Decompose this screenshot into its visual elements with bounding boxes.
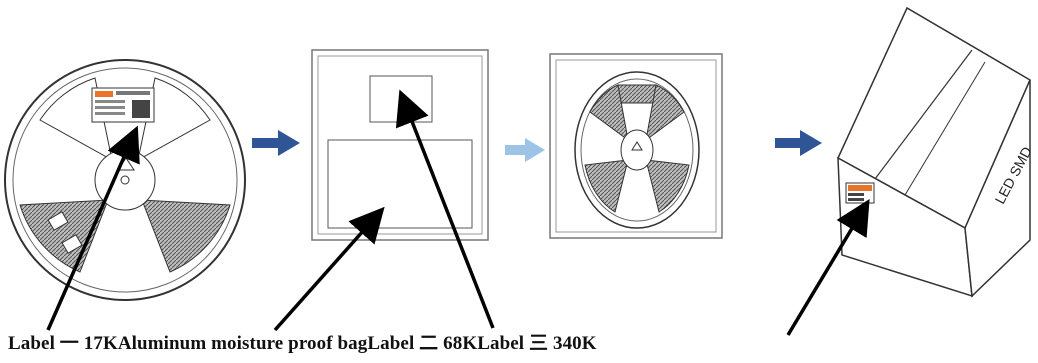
- moisture-bag-icon: [311, 49, 489, 241]
- pointer-arrow-label-1: [46, 125, 140, 331]
- flow-arrow-3: [775, 130, 822, 156]
- diagram-caption: Label 一 17KAluminum moisture proof bagLa…: [8, 333, 597, 354]
- flow-arrow-2: [505, 138, 545, 162]
- pointer-arrow-label-3: [786, 198, 870, 336]
- pointer-arrow-label-2: [395, 89, 495, 329]
- reel-icon: [4, 59, 246, 301]
- flow-arrow-1: [252, 130, 300, 156]
- carton-box-icon: LED SMD: [837, 6, 1035, 298]
- pointer-arrow-bag: [273, 206, 385, 332]
- bagged-reel-icon: [549, 53, 723, 239]
